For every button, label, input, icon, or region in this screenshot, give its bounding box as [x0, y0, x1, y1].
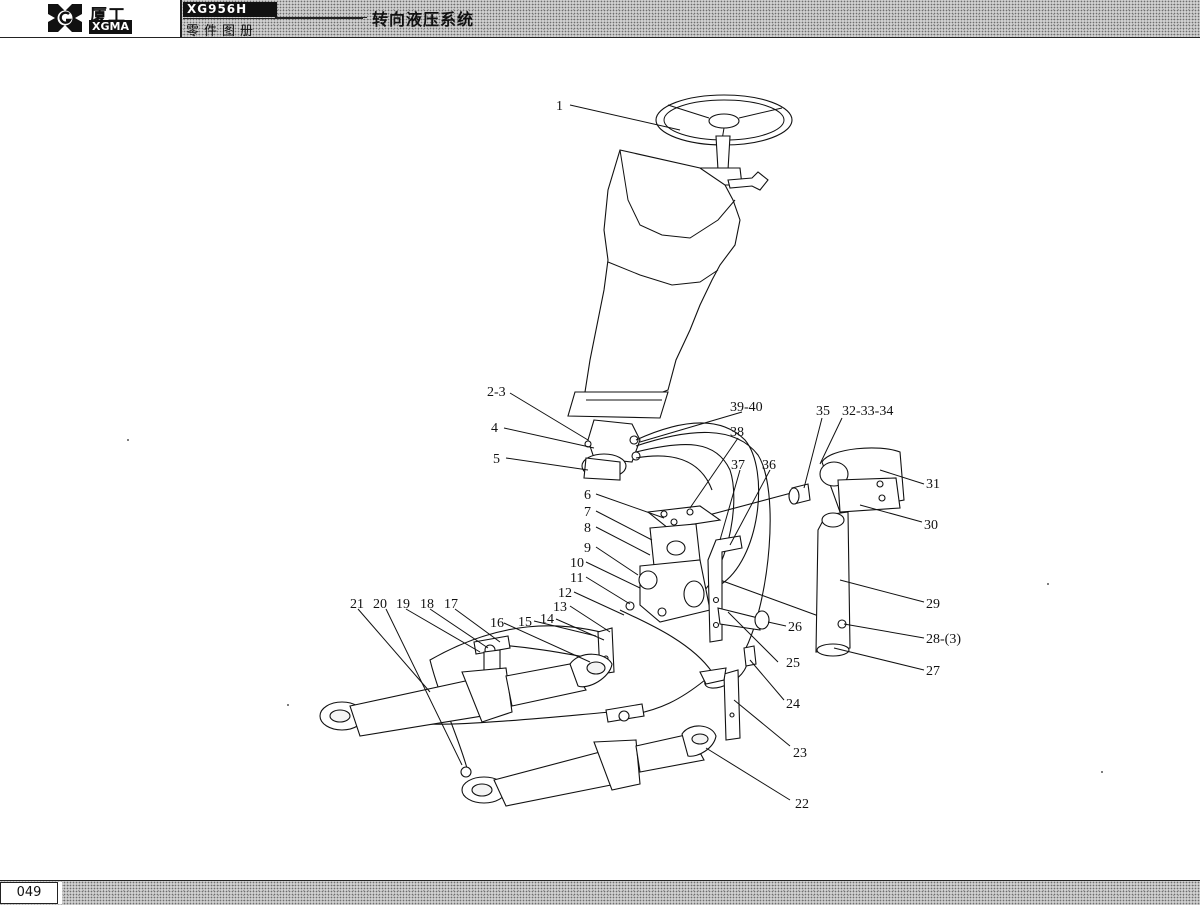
- brand-name-en: XGMA: [89, 20, 132, 34]
- callout-4: 4: [491, 421, 498, 436]
- scan-speck: [1101, 771, 1103, 773]
- callout-9: 9: [584, 541, 591, 556]
- steering-cylinder-left: [319, 653, 613, 737]
- model-underline: [183, 18, 363, 19]
- callout-11: 11: [570, 571, 583, 586]
- hose-brackets: [597, 627, 741, 741]
- callout-16: 16: [490, 616, 504, 631]
- steering-wheel: [655, 94, 793, 191]
- callout-18: 18: [420, 597, 434, 612]
- callout-19: 19: [396, 597, 410, 612]
- page-footer: [0, 881, 1200, 905]
- callout-leaders: [357, 104, 925, 801]
- callout-31: 31: [926, 477, 940, 492]
- footer-gap: [58, 882, 62, 904]
- callout-27: 27: [926, 664, 940, 679]
- cylinder-fittings-upper: [473, 635, 511, 673]
- callout-20: 20: [373, 597, 387, 612]
- callout-39-40: 39-40: [730, 400, 763, 415]
- callout-26: 26: [788, 620, 802, 635]
- callout-labels: 1 2-3 4 5 6 7 8 9 10 11 12 13 14 15 16 1…: [350, 99, 961, 812]
- section-title: 转向液压系统: [372, 10, 475, 29]
- callout-2-3: 2-3: [487, 385, 506, 400]
- hydraulic-tank-filter: [788, 447, 905, 657]
- xgma-logo-icon: [48, 4, 82, 32]
- callout-24: 24: [786, 697, 800, 712]
- model-label: XG956H: [183, 2, 277, 17]
- header-divider: [0, 37, 1200, 38]
- callout-37: 37: [731, 458, 745, 473]
- catalog-label: 零件图册: [186, 24, 259, 39]
- callout-10: 10: [570, 556, 584, 571]
- callout-1: 1: [556, 99, 563, 114]
- valve-bracket: [707, 535, 743, 643]
- callout-13: 13: [553, 600, 567, 615]
- callout-8: 8: [584, 521, 591, 536]
- callout-12: 12: [558, 586, 572, 601]
- callout-14: 14: [540, 612, 554, 627]
- scan-speck: [1047, 583, 1049, 585]
- callout-23: 23: [793, 746, 807, 761]
- footer-divider: [0, 880, 1200, 881]
- callout-21: 21: [350, 597, 364, 612]
- callout-25: 25: [786, 656, 800, 671]
- steering-cylinder-right: [460, 725, 717, 807]
- callout-32-33-34: 32-33-34: [842, 404, 893, 419]
- cylinder-fittings-lower: [605, 703, 645, 723]
- callout-38: 38: [730, 425, 744, 440]
- callout-36: 36: [762, 458, 776, 473]
- steering-unit: [581, 419, 641, 481]
- callout-6: 6: [584, 488, 591, 503]
- callout-17: 17: [444, 597, 458, 612]
- callout-30: 30: [924, 518, 938, 533]
- scan-speck: [287, 704, 289, 706]
- callout-28-3: 28-(3): [926, 632, 961, 647]
- callout-22: 22: [795, 797, 809, 812]
- steering-column-housing: [567, 149, 741, 419]
- flow-amplifier-valve: [625, 505, 722, 623]
- callout-29: 29: [926, 597, 940, 612]
- elbow-fitting: [717, 607, 770, 667]
- brand-logo: 厦工 XGMA: [0, 0, 182, 37]
- page-number: 049: [0, 882, 58, 904]
- scan-speck: [127, 439, 129, 441]
- title-rule: [275, 17, 367, 18]
- steering-hydraulic-exploded-view: 1 2-3 4 5 6 7 8 9 10 11 12 13 14 15 16 1…: [127, 94, 1103, 812]
- callout-7: 7: [584, 505, 591, 520]
- callout-15: 15: [518, 615, 532, 630]
- callout-5: 5: [493, 452, 500, 467]
- callout-35: 35: [816, 404, 830, 419]
